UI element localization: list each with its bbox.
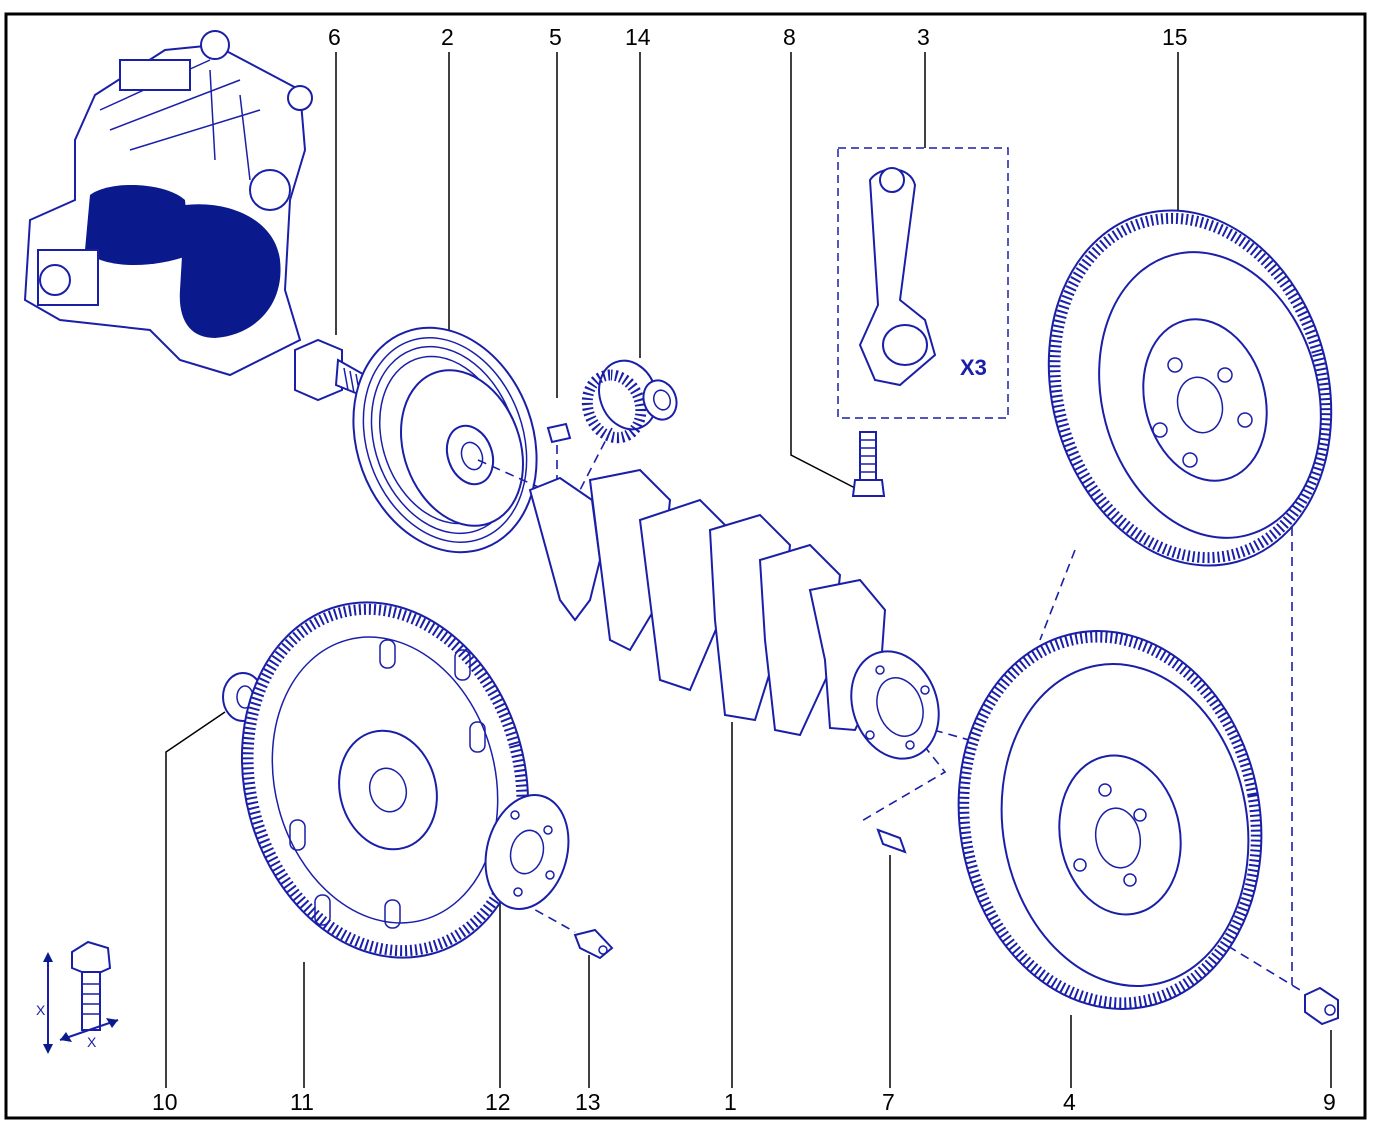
drive-plate	[240, 601, 530, 959]
conrod-quantity-label: X3	[960, 355, 987, 380]
leader-lines	[165, 52, 1332, 1088]
callout-9: 9	[1323, 1089, 1336, 1115]
drive-plate-bolt	[573, 928, 614, 960]
bolt-length-label: X	[36, 1002, 46, 1018]
bolt-length-icon: X X	[36, 940, 119, 1054]
woodruff-key	[546, 422, 572, 444]
timing-sprocket	[581, 359, 678, 444]
callout-7: 7	[882, 1089, 895, 1115]
dowel-pin	[876, 828, 907, 854]
callout-3: 3	[917, 24, 930, 50]
callout-4: 4	[1063, 1089, 1076, 1115]
flywheel	[957, 630, 1263, 1010]
engine-thumbnail	[23, 30, 313, 377]
callout-12: 12	[485, 1089, 511, 1115]
conrod-group: X3	[837, 147, 1009, 419]
callout-14: 14	[625, 24, 651, 50]
dual-mass-flywheel	[1047, 209, 1333, 567]
callout-13: 13	[575, 1089, 601, 1115]
flywheel-bolt	[1304, 986, 1339, 1026]
callout-11: 11	[290, 1089, 314, 1115]
callout-15: 15	[1162, 24, 1188, 50]
callout-6: 6	[328, 24, 341, 50]
conrod-bolt	[851, 431, 886, 497]
bolt-diameter-label: X	[87, 1034, 97, 1050]
callout-2: 2	[441, 24, 454, 50]
callout-8: 8	[783, 24, 796, 50]
diagram-border	[4, 12, 1367, 1120]
callout-10: 10	[152, 1089, 178, 1115]
reinforcement-plate	[484, 794, 570, 910]
crankshaft	[528, 468, 940, 760]
crankshaft-pulley	[352, 326, 538, 554]
callout-5: 5	[549, 24, 562, 50]
callout-1: 1	[724, 1089, 737, 1115]
